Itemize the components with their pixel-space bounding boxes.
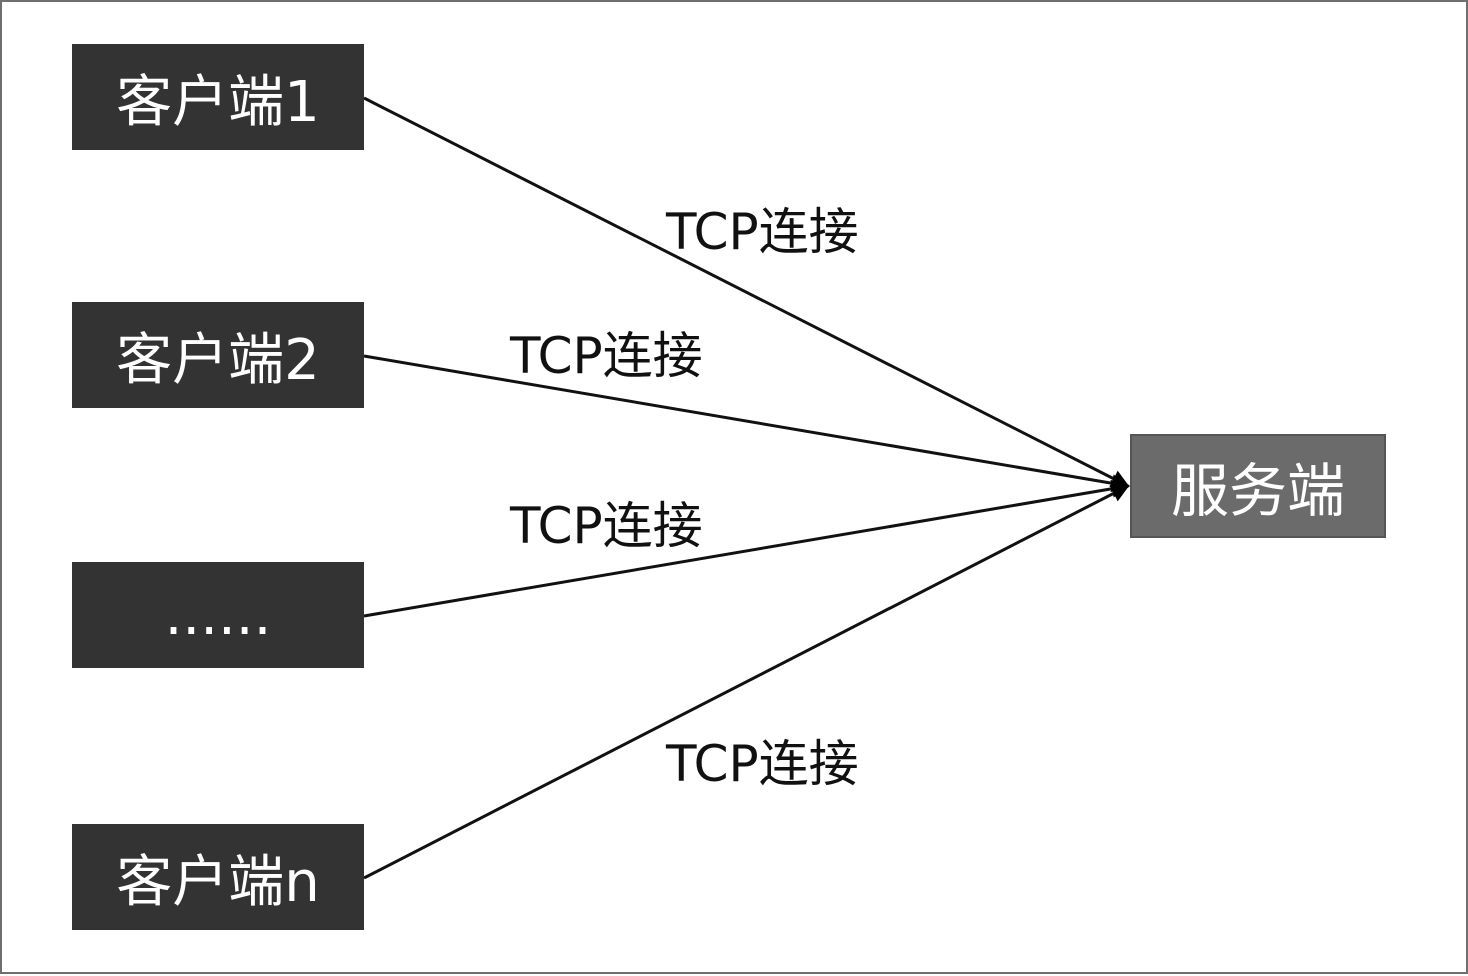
client-ellipsis-node: ...... — [72, 562, 364, 668]
edge-label-clientn: TCP连接 — [666, 735, 859, 793]
client-2-node: 客户端2 — [72, 302, 364, 408]
edge-line-ellipsis — [363, 479, 1130, 618]
client-n-node: 客户端n — [72, 824, 364, 930]
client-1-node: 客户端1 — [72, 44, 364, 150]
edge-label-ellipsis: TCP连接 — [510, 497, 703, 555]
server-node: 服务端 — [1130, 434, 1386, 538]
edge-label-client2: TCP连接 — [510, 327, 703, 385]
edge-line-clientn — [363, 484, 1130, 880]
edge-label-client1: TCP连接 — [666, 203, 859, 261]
edge-line-client1 — [363, 96, 1130, 488]
edge-line-client2 — [363, 354, 1130, 493]
